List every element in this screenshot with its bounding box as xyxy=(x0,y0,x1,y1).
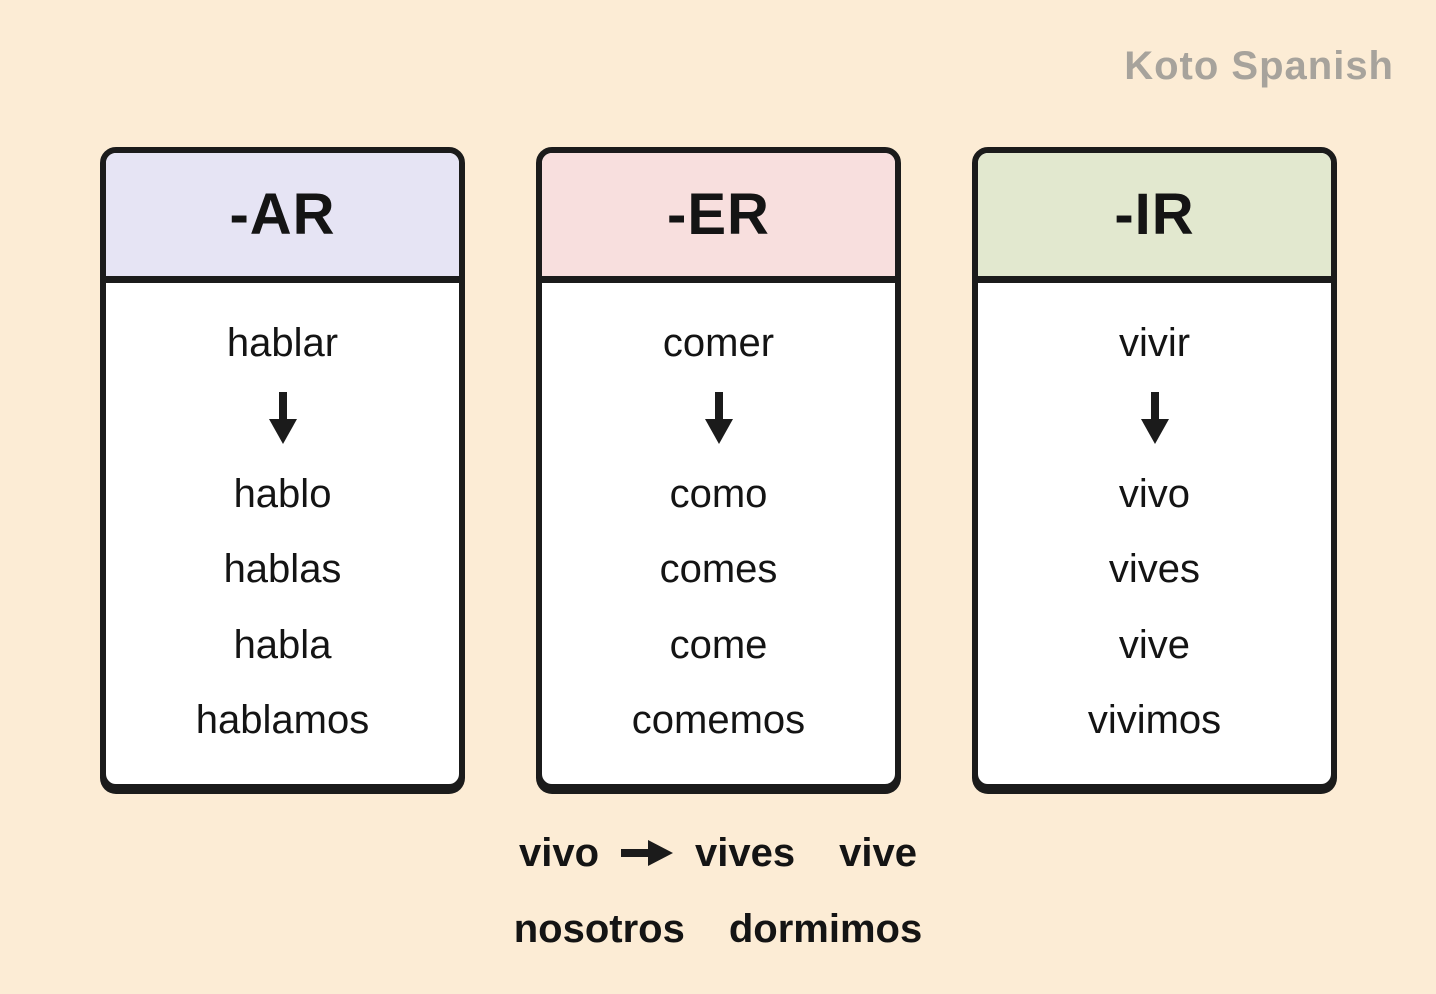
card-er: -ER comer como comes come comemos xyxy=(536,147,901,790)
card-er-body: comer como comes come comemos xyxy=(542,283,895,784)
practice-lines: vivo vives vive nosotros dormimos xyxy=(0,815,1436,967)
conjugation-word: hablo xyxy=(233,471,332,516)
conjugation-word: vivimos xyxy=(1087,698,1222,743)
conjugation-word: como xyxy=(669,471,768,516)
card-ir: -IR vivir vivo vives vive vivimos xyxy=(972,147,1337,790)
card-ir-body: vivir vivo vives vive vivimos xyxy=(978,283,1331,784)
conjugation-word: come xyxy=(669,622,768,667)
infinitive-word: vivir xyxy=(1118,320,1191,365)
practice-word: nosotros xyxy=(513,907,685,951)
right-arrow-icon xyxy=(621,840,674,866)
practice-line-1: vivo vives vive xyxy=(519,815,917,891)
conjugation-word: vivo xyxy=(1118,471,1191,516)
card-ir-title: -IR xyxy=(1114,182,1195,247)
card-ar-header: -AR xyxy=(106,153,459,283)
conjugation-word: habla xyxy=(233,622,332,667)
down-arrow-icon xyxy=(978,381,1331,457)
infinitive-word: hablar xyxy=(226,320,339,365)
card-ir-header: -IR xyxy=(978,153,1331,283)
conjugation-word: hablamos xyxy=(195,698,370,743)
conjugation-word: comes xyxy=(659,547,778,592)
card-ar-body: hablar hablo hablas habla hablamos xyxy=(106,283,459,784)
card-er-header: -ER xyxy=(542,153,895,283)
conjugation-word: comemos xyxy=(631,698,806,743)
practice-word: vives xyxy=(695,831,796,875)
practice-line-2: nosotros dormimos xyxy=(514,891,922,967)
practice-word: dormimos xyxy=(728,907,923,951)
card-ar: -AR hablar hablo hablas habla hablamos xyxy=(100,147,465,790)
card-er-title: -ER xyxy=(667,182,770,247)
practice-word: vivo xyxy=(518,831,600,875)
down-arrow-icon xyxy=(106,381,459,457)
down-arrow-icon xyxy=(542,381,895,457)
conjugation-word: vive xyxy=(1118,622,1191,667)
practice-word: vive xyxy=(839,831,917,875)
brand-logo: Koto Spanish xyxy=(1124,44,1394,88)
conjugation-cards: -AR hablar hablo hablas habla hablamos -… xyxy=(100,147,1337,790)
conjugation-word: vives xyxy=(1108,547,1201,592)
infinitive-word: comer xyxy=(662,320,775,365)
conjugation-word: hablas xyxy=(223,547,342,592)
card-ar-title: -AR xyxy=(229,182,336,247)
